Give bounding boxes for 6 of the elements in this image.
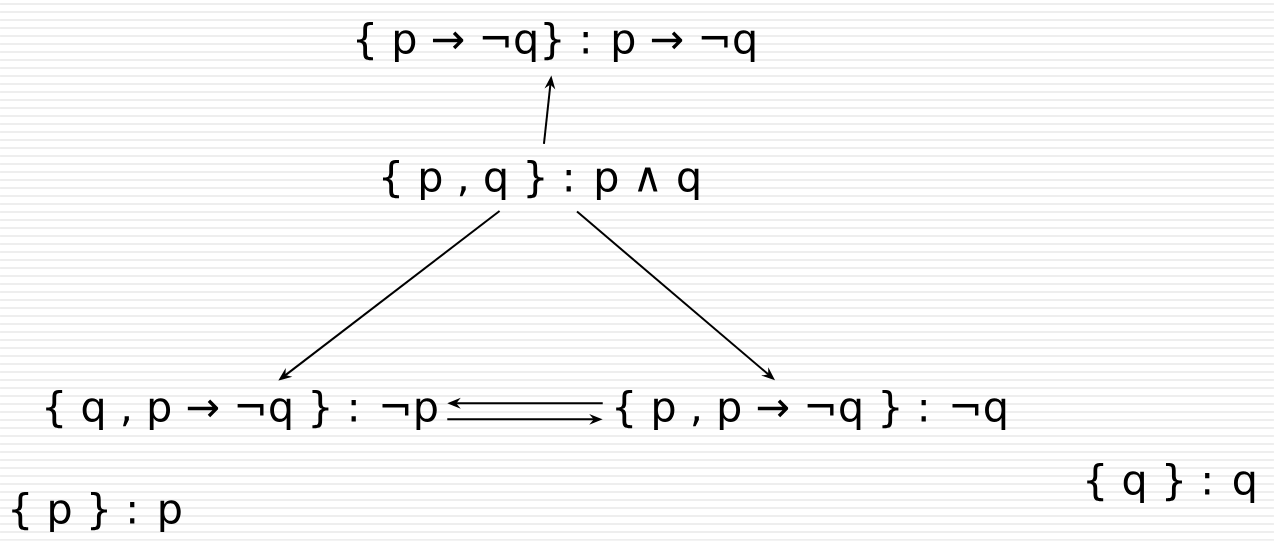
formula-label: { q , p → ¬q } : ¬p: [46, 390, 437, 430]
formula-label: { p } : p: [12, 492, 181, 532]
formula-label: { q } : q: [1087, 463, 1255, 503]
formula-label: { p , p → ¬q } : ¬q: [616, 390, 1006, 430]
formula-label: { p → ¬q} : p → ¬q: [357, 22, 755, 62]
formula-label: { p , q } : p ∧ q: [383, 160, 699, 200]
